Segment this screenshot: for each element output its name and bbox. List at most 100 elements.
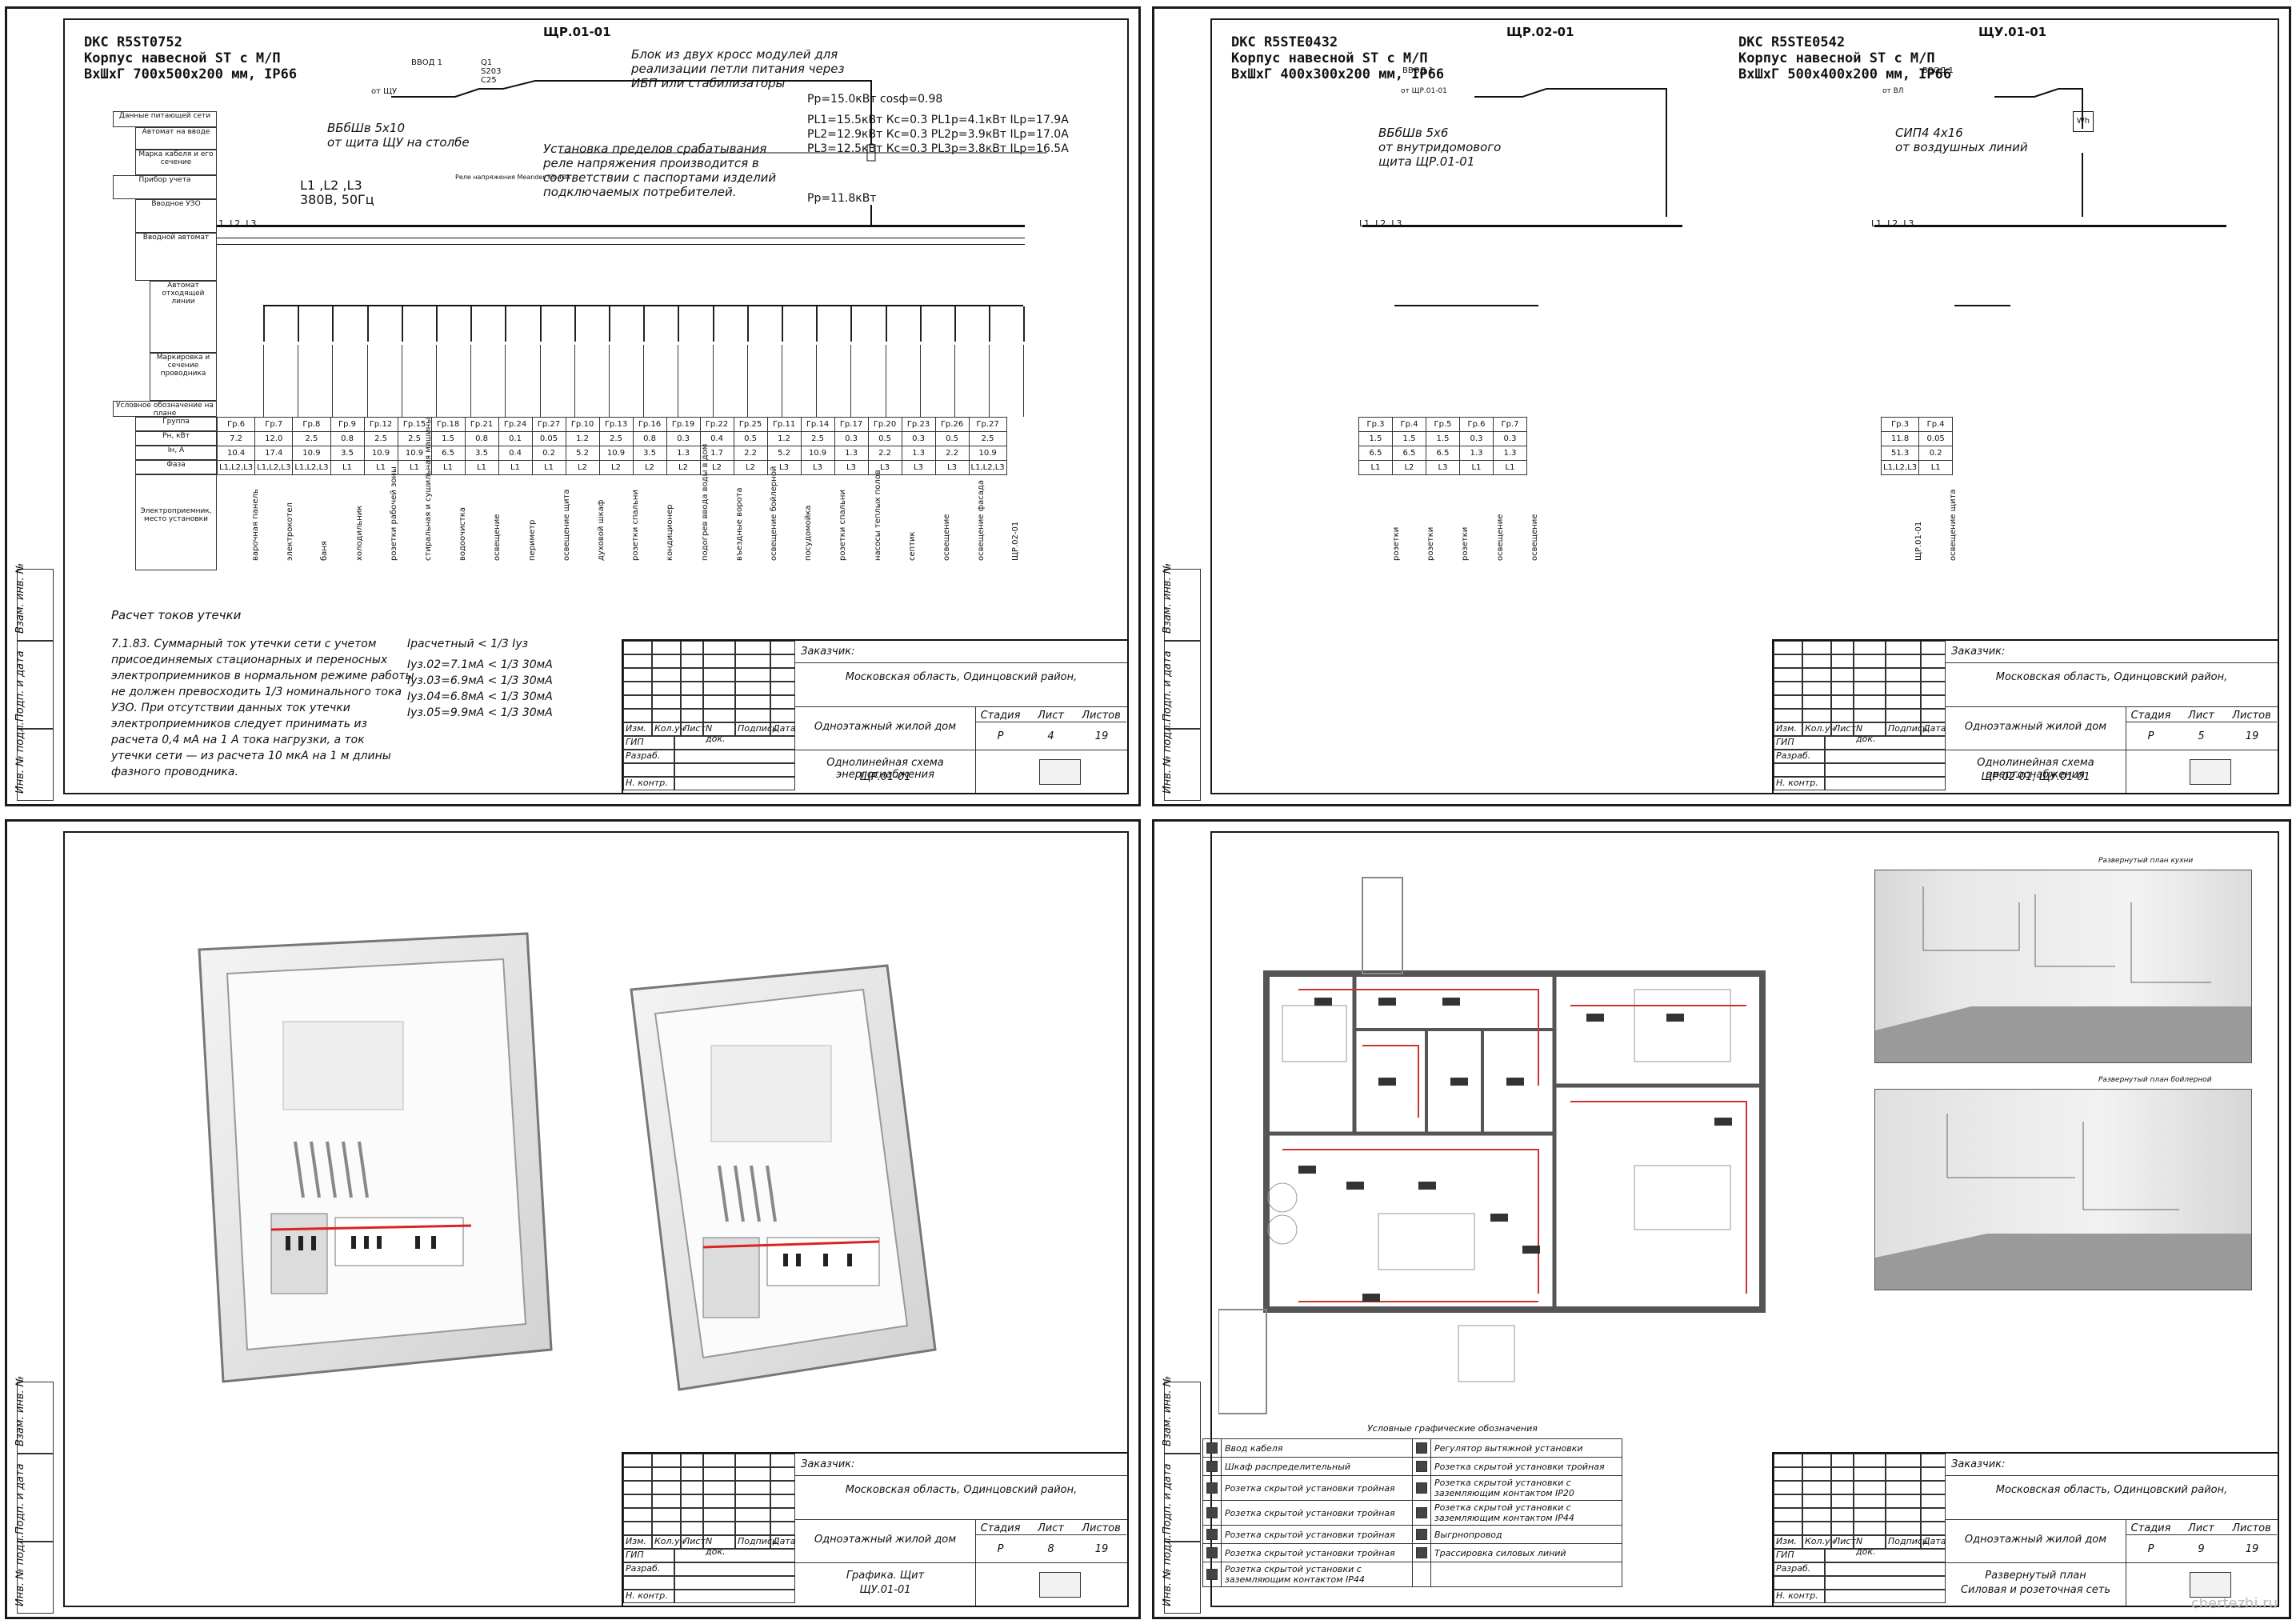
consumer-label: баня: [320, 541, 330, 561]
legend-symbol: [1412, 1500, 1431, 1526]
feeder-line: [989, 345, 990, 417]
table-cell: 0.3: [834, 431, 869, 446]
table-cell: 0.8: [632, 431, 667, 446]
revision-cell: [1921, 1522, 1946, 1535]
circuit-breaker-icon: [850, 306, 871, 342]
signature-cell: [1825, 736, 1946, 750]
role-cell: Разраб.: [623, 750, 674, 763]
revision-cell: [1854, 1481, 1886, 1494]
table-cell: L2: [632, 460, 667, 475]
revision-cell: [1774, 682, 1802, 695]
revision-cell: [735, 682, 770, 695]
consumer-label: розетки спальни: [631, 490, 641, 561]
revision-cell: [770, 682, 795, 695]
floor-plan-drawing: [1218, 877, 1766, 1414]
cabinet-type: Корпус навесной ST с М/П: [1738, 50, 1935, 66]
legend-symbol: [1202, 1475, 1222, 1501]
revision-cell: [1802, 682, 1831, 695]
input-label-1: ВВОД 1: [1402, 66, 1434, 75]
revision-col-head: N док.: [1854, 722, 1886, 744]
revision-cell: [1802, 641, 1831, 654]
consumer-label: освещение: [493, 514, 502, 561]
legend-symbol: [1202, 1500, 1222, 1526]
phase-label-line: 380В, 50Гц: [300, 192, 374, 207]
table-cell: 17.4: [254, 446, 294, 461]
legend-symbol: [1202, 1457, 1222, 1476]
revision-cell: [735, 1522, 770, 1535]
table-cell: 0.05: [531, 431, 566, 446]
sheet-sidebar: Взам. инв. № Подп. и дата Инв. № подл.: [1154, 9, 1210, 804]
table-cell: Гр.8: [292, 417, 331, 432]
table-cell: 3.5: [632, 446, 667, 461]
table-cell: L1,L2,L3: [968, 460, 1007, 475]
table-cell: Гр.7: [1493, 417, 1527, 432]
sheet-description-1: Графика. Щит: [846, 1570, 925, 1582]
revision-cell: [703, 709, 735, 722]
sheet-description-2: ЩР.02-01, ЩУ.01-01: [1981, 771, 2090, 783]
input-from-1: от ЩР.01-01: [1401, 87, 1447, 95]
table-cell: 6.5: [430, 446, 466, 461]
input-label: ВВОД 1: [411, 58, 442, 67]
view-kitchen: [1874, 870, 2252, 1063]
consumer-label: освещение фасада: [977, 480, 986, 561]
table-cell: 1.5: [1358, 431, 1393, 446]
table-cell: 1.2: [766, 431, 802, 446]
cable-line: ВБбШв 5х6: [1378, 126, 1449, 140]
project-location: Московская область, Одинцовский район,: [845, 1484, 1078, 1496]
revision-cell: [681, 654, 703, 668]
bus-groups-1: [1394, 305, 1538, 306]
consumer-label: электрокотел: [286, 502, 295, 561]
table-cell: 1.3: [834, 446, 869, 461]
revision-cell: [623, 1508, 652, 1522]
table-cell: L2: [666, 460, 701, 475]
table-cell: L1,L2,L3: [216, 460, 256, 475]
table-cell: L3: [800, 460, 835, 475]
revision-cell: [1774, 1508, 1802, 1522]
revision-cell: [681, 1481, 703, 1494]
row-head: Данные питающей сети: [113, 111, 217, 127]
stamp-head: Листов: [1076, 1522, 1126, 1535]
stamp-head: Лист: [2176, 1522, 2226, 1535]
revision-cell: [652, 1508, 681, 1522]
table-cell: 3.5: [330, 446, 365, 461]
stamp-divider: [795, 1475, 1127, 1476]
stage-value: Р: [2147, 1543, 2154, 1555]
side-cell-3: Инв. № подл.: [14, 722, 54, 801]
phase-label: L1 ,L2 ,L3 380В, 50Гц: [300, 178, 374, 207]
table-cell: Гр.22: [699, 417, 734, 432]
project-location: Московская область, Одинцовский район,: [1995, 671, 2228, 683]
row-head: Марка кабеля и его сечение: [135, 150, 217, 175]
cable-line: ВБбШв 5х10: [327, 121, 405, 135]
table-cell: L1,L2,L3: [254, 460, 294, 475]
revision-cell: [770, 668, 795, 682]
table-cell: Гр.14: [800, 417, 835, 432]
signature-cell: [1825, 1590, 1946, 1603]
revision-cell: [703, 695, 735, 709]
table-cell: Гр.12: [363, 417, 398, 432]
customer-label: Заказчик:: [801, 646, 855, 658]
revision-col-head: Изм.: [623, 1535, 652, 1549]
legend-symbol: [1202, 1562, 1222, 1587]
revision-cell: [652, 1467, 681, 1481]
revision-cell: [1831, 641, 1854, 654]
revision-cell: [623, 1454, 652, 1467]
revision-col-head: N док.: [1854, 1535, 1886, 1557]
circuit-breaker-icon: [746, 306, 768, 342]
role-cell: ГИП: [623, 1549, 674, 1562]
leak-line: электроприемников следует принимать из: [111, 718, 367, 730]
revision-cell: [623, 1481, 652, 1494]
table-cell: 5.2: [766, 446, 802, 461]
circuit-breaker-icon: [954, 306, 975, 342]
table-cell: 5.2: [565, 446, 600, 461]
signature-cell: [674, 777, 795, 790]
circuit-breaker-icon: [401, 306, 422, 342]
legend: Условные графические обозначения Ввод ка…: [1202, 1423, 1622, 1587]
stamp-divider: [795, 1562, 1127, 1563]
table-cell: 0.3: [1493, 431, 1527, 446]
circuit-breaker-icon: [1023, 306, 1044, 342]
table-cell: L1: [1459, 460, 1494, 475]
